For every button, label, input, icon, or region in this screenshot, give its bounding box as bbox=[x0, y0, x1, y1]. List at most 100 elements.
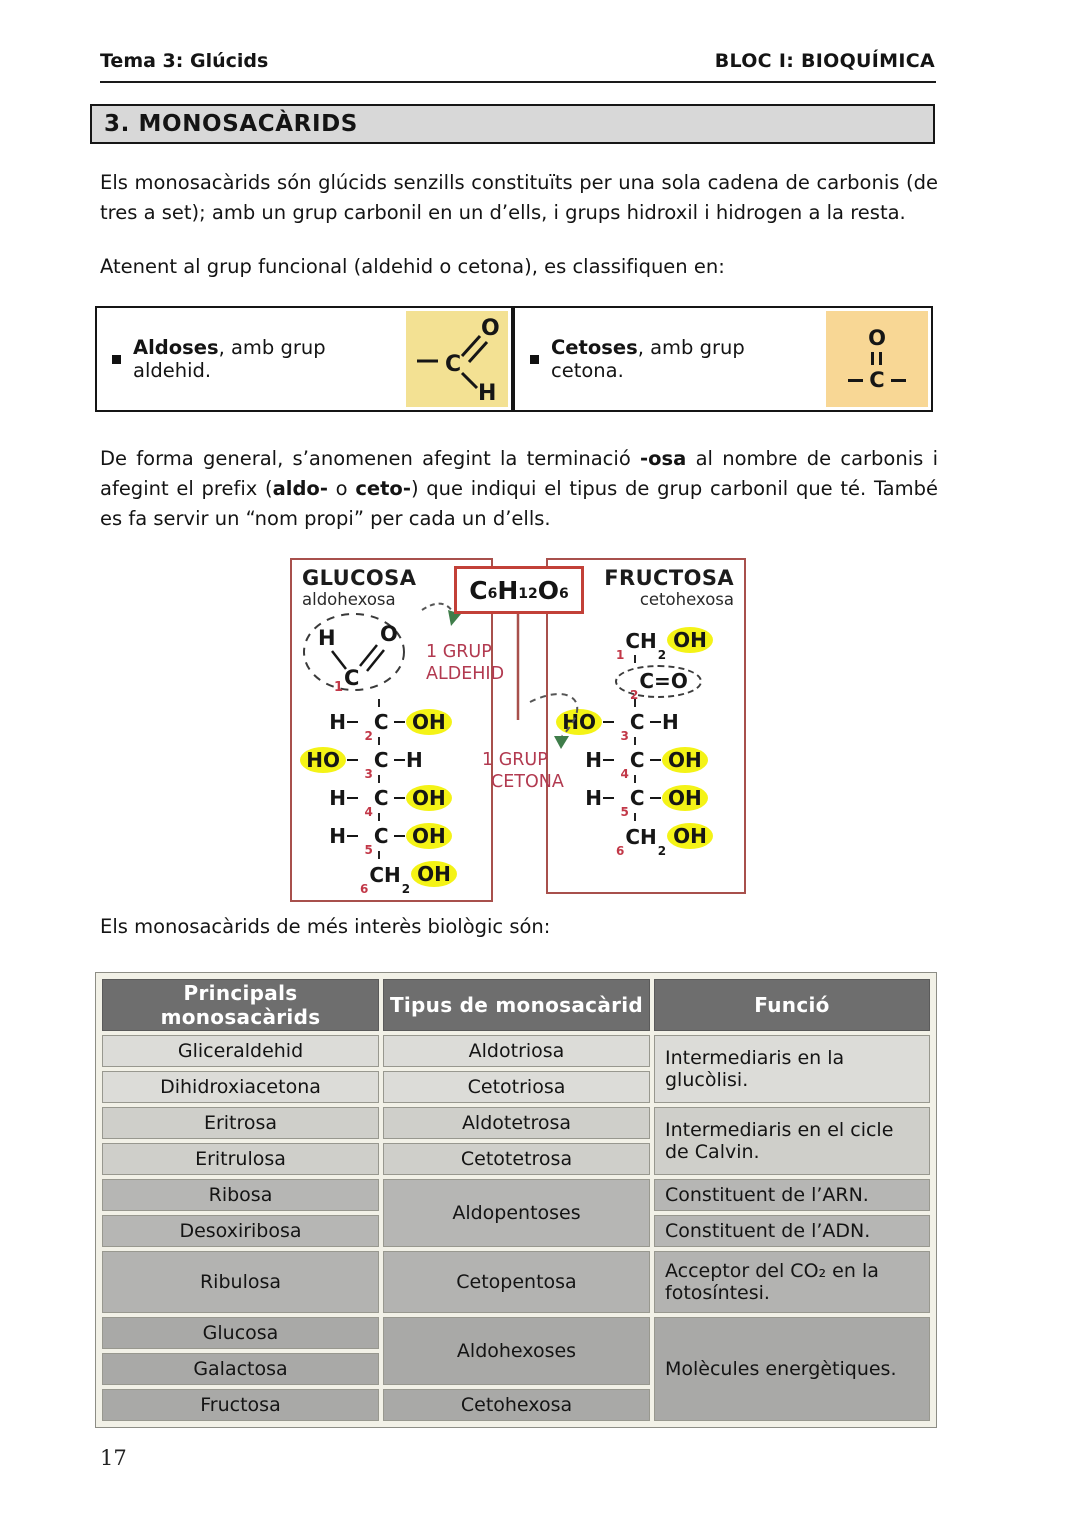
cell-type: Aldohexoses bbox=[383, 1317, 650, 1385]
vertical-bond bbox=[378, 813, 380, 821]
aldehyde-group-icon: C O H bbox=[417, 316, 500, 403]
bond-right bbox=[890, 378, 906, 382]
paragraph-table-lead: Els monosacàrids de més interès biològic… bbox=[100, 915, 551, 938]
table-row: Galactosa bbox=[102, 1353, 930, 1385]
header-left: Tema 3: Glúcids bbox=[100, 50, 269, 72]
svg-text:O: O bbox=[380, 622, 398, 646]
cell-function: Intermediaris en la glucòlisi. bbox=[654, 1035, 930, 1103]
cell-name: Galactosa bbox=[102, 1353, 379, 1385]
table-row: Ribulosa Cetopentosa Acceptor del CO₂ en… bbox=[102, 1251, 930, 1313]
glucosa-subtitle: aldohexosa bbox=[302, 590, 396, 609]
cetoses-text: Cetoses, amb grup cetona. bbox=[551, 336, 826, 382]
bullet-square-icon bbox=[112, 354, 121, 364]
cell-type: Aldotriosa bbox=[383, 1035, 650, 1067]
cell-name: Dihidroxiacetona bbox=[102, 1071, 379, 1103]
cell-name: Gliceraldehid bbox=[102, 1035, 379, 1067]
cell-name: Fructosa bbox=[102, 1389, 379, 1421]
vertical-bond bbox=[634, 737, 636, 745]
vertical-bond bbox=[378, 737, 380, 745]
double-bond bbox=[871, 352, 883, 365]
cell-function: Constituent de l’ARN. bbox=[654, 1179, 930, 1211]
monosaccharides-table: Principals monosacàrids Tipus de monosac… bbox=[98, 975, 934, 1425]
paragraph-classification-lead: Atenent al grup funcional (aldehid o cet… bbox=[100, 255, 725, 278]
table-row: Glucosa Aldohexoses Molècules energètiqu… bbox=[102, 1317, 930, 1421]
col-header-tipus: Tipus de monosacàrid bbox=[383, 979, 650, 1031]
vertical-bond bbox=[634, 699, 636, 707]
vertical-bond bbox=[378, 775, 380, 783]
cell-name: Eritrulosa bbox=[102, 1143, 379, 1175]
aldoses-text: Aldoses, amb grup aldehid. bbox=[133, 336, 406, 382]
ketone-carbon: C bbox=[869, 368, 885, 392]
table-row: Dihidroxiacetona Cetotriosa bbox=[102, 1071, 930, 1103]
cell-type: Aldotetrosa bbox=[383, 1107, 650, 1139]
monosaccharides-table-wrapper: Principals monosacàrids Tipus de monosac… bbox=[95, 972, 937, 1428]
vertical-bond bbox=[378, 851, 380, 859]
header-right: BLOC I: BIOQUÍMICA bbox=[714, 50, 935, 72]
section-title-box: 3. MONOSACÀRIDS bbox=[90, 104, 935, 144]
cell-name: Ribulosa bbox=[102, 1251, 379, 1313]
vertical-bond bbox=[634, 655, 636, 663]
vertical-bond bbox=[634, 775, 636, 783]
cell-name: Eritrosa bbox=[102, 1107, 379, 1139]
aldoses-term: Aldoses bbox=[133, 336, 219, 359]
vertical-bond bbox=[378, 699, 380, 707]
cell-name: Glucosa bbox=[102, 1317, 379, 1349]
section-title: 3. MONOSACÀRIDS bbox=[104, 111, 358, 137]
cetoses-box: Cetoses, amb grup cetona. O C bbox=[513, 306, 933, 412]
paragraph-naming: De forma general, s’anomenen afegint la … bbox=[100, 447, 938, 531]
bond-left bbox=[848, 378, 864, 382]
classification-row: Aldoses, amb grup aldehid. C O H Cetoses… bbox=[95, 306, 933, 412]
col-header-principals: Principals monosacàrids bbox=[102, 979, 379, 1031]
bullet-square-icon bbox=[530, 354, 539, 364]
table-row: Eritrulosa Cetotetrosa bbox=[102, 1143, 930, 1175]
vertical-bond bbox=[634, 813, 636, 821]
svg-text:C: C bbox=[445, 352, 461, 377]
cell-function: Intermediaris en el cicle de Calvin. bbox=[654, 1107, 930, 1175]
table-row: Fructosa Cetohexosa bbox=[102, 1389, 930, 1421]
ketone-oxygen: O bbox=[868, 325, 886, 350]
aldehyde-structure-panel: C O H bbox=[406, 311, 508, 407]
fructosa-subtitle: cetohexosa bbox=[639, 590, 734, 609]
cell-type: Cetotriosa bbox=[383, 1071, 650, 1103]
cell-type: Aldopentoses bbox=[383, 1179, 650, 1247]
fructosa-title: FRUCTOSA bbox=[604, 566, 734, 590]
cell-function: Acceptor del CO₂ en la fotosíntesi. bbox=[654, 1251, 930, 1313]
cell-function: Constituent de l’ADN. bbox=[654, 1215, 930, 1247]
col-header-funcio: Funció bbox=[654, 979, 930, 1031]
aldoses-desc: , amb grup aldehid. bbox=[133, 336, 326, 382]
cell-type: Cetotetrosa bbox=[383, 1143, 650, 1175]
aldoses-box: Aldoses, amb grup aldehid. C O H bbox=[95, 306, 513, 412]
ketone-group-icon: O C bbox=[848, 325, 906, 392]
header-rule bbox=[100, 81, 936, 83]
table-header-row: Principals monosacàrids Tipus de monosac… bbox=[102, 979, 930, 1031]
paragraph-intro: Els monosacàrids són glúcids senzills co… bbox=[100, 171, 938, 225]
cell-name: Ribosa bbox=[102, 1179, 379, 1211]
cetoses-term: Cetoses bbox=[551, 336, 638, 359]
svg-text:O: O bbox=[481, 316, 500, 341]
table-row: Desoxiribosa Constituent de l’ADN. bbox=[102, 1215, 930, 1247]
page-number: 17 bbox=[100, 1446, 127, 1470]
aldehyde-circled-group: H C O 1 bbox=[303, 613, 405, 695]
table-row: Eritrosa Aldotetrosa Intermediaris en el… bbox=[102, 1107, 930, 1175]
svg-text:H: H bbox=[318, 626, 336, 650]
glucosa-title: GLUCOSA bbox=[302, 566, 417, 590]
table-row: Gliceraldehid Aldotriosa Intermediaris e… bbox=[102, 1035, 930, 1103]
cell-name: Desoxiribosa bbox=[102, 1215, 379, 1247]
